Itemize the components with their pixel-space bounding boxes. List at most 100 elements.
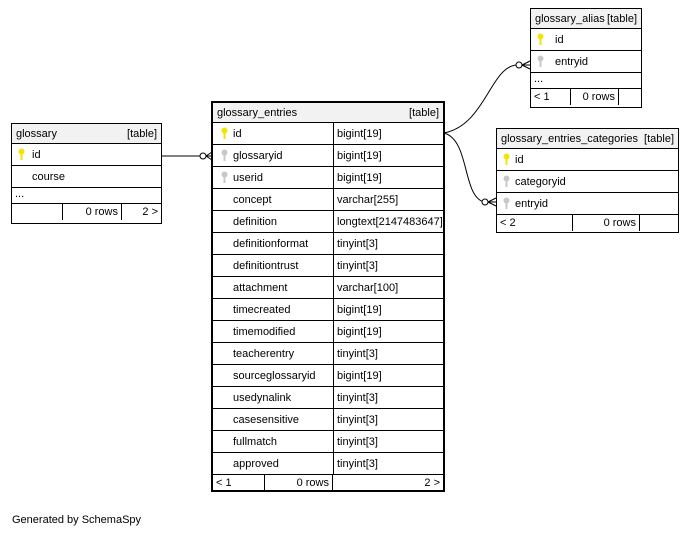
table-footer: < 1 0 rows	[531, 89, 641, 105]
column-type: tinyint[3]	[333, 409, 443, 430]
column-name: entryid	[555, 56, 589, 68]
column-name: timecreated	[233, 304, 291, 316]
column-type: varchar[100]	[333, 277, 443, 298]
column-name: concept	[233, 194, 272, 206]
column-type: longtext[2147483647]	[333, 211, 443, 232]
table-type: [table]	[607, 13, 637, 25]
table-footer: < 2 0 rows	[497, 215, 678, 231]
column-row[interactable]: attachment varchar[100]	[213, 277, 443, 299]
column-row[interactable]: course	[12, 166, 161, 188]
column-type: bigint[19]	[333, 299, 443, 320]
column-name: attachment	[233, 282, 288, 294]
column-row[interactable]: teacherentry tinyint[3]	[213, 343, 443, 365]
column-type: tinyint[3]	[333, 387, 443, 408]
table-header: glossary_entries [table]	[213, 103, 443, 123]
column-row[interactable]: categoryid	[497, 171, 678, 193]
column-row[interactable]: entryid	[531, 51, 641, 73]
footer-left: < 2	[500, 217, 516, 229]
generated-by-label: Generated by SchemaSpy	[12, 514, 142, 526]
footer-right: 2 >	[142, 206, 158, 218]
primary-key-icon	[18, 148, 25, 160]
column-type: tinyint[3]	[333, 255, 443, 276]
column-row[interactable]: timecreated bigint[19]	[213, 299, 443, 321]
more-columns: ...	[12, 188, 161, 204]
column-name: casesensitive	[233, 414, 300, 426]
column-type: bigint[19]	[333, 167, 443, 188]
primary-key-icon	[221, 127, 228, 139]
column-type: tinyint[3]	[333, 431, 443, 452]
primary-key-icon	[503, 153, 510, 165]
primary-key-icon	[537, 33, 544, 45]
column-name: entryid	[515, 198, 549, 210]
column-row[interactable]: id	[497, 149, 678, 171]
column-type: tinyint[3]	[333, 233, 443, 254]
footer-rows: 0 rows	[603, 217, 636, 229]
foreign-key-icon	[537, 55, 544, 67]
foreign-key-icon	[221, 171, 228, 183]
column-name: id	[555, 34, 564, 46]
foreign-key-icon	[503, 197, 510, 209]
table-glossary[interactable]: glossary [table] id course ... 0 rows 2 …	[11, 123, 162, 224]
table-name: glossary	[16, 128, 57, 140]
crowfoot-circle	[199, 152, 207, 160]
column-row[interactable]: concept varchar[255]	[213, 189, 443, 211]
column-row[interactable]: id	[12, 144, 161, 166]
column-row[interactable]: entryid	[497, 193, 678, 215]
column-type: tinyint[3]	[333, 453, 443, 474]
more-columns: ...	[531, 73, 641, 89]
column-name: definition	[233, 216, 278, 228]
table-name: glossary_entries	[217, 107, 298, 119]
column-row[interactable]: id	[531, 29, 641, 51]
column-row[interactable]: fullmatch tinyint[3]	[213, 431, 443, 453]
table-name: glossary_entries_categories	[501, 133, 638, 145]
table-name: glossary_alias	[535, 13, 605, 25]
column-name: glossaryid	[233, 150, 283, 162]
crowfoot-mark	[521, 60, 531, 70]
table-header: glossary_entries_categories [table]	[497, 129, 678, 149]
column-name: id	[233, 128, 242, 140]
column-name: id	[32, 149, 41, 161]
relation-entries-to-alias	[443, 64, 517, 134]
foreign-key-icon	[503, 175, 510, 187]
footer-rows: 0 rows	[85, 206, 118, 218]
column-row[interactable]: userid bigint[19]	[213, 167, 443, 189]
column-type: bigint[19]	[333, 123, 443, 144]
crowfoot-circle	[481, 198, 489, 206]
column-name: fullmatch	[233, 436, 278, 448]
column-row[interactable]: id bigint[19]	[213, 123, 443, 145]
column-name: approved	[233, 458, 279, 470]
crowfoot-mark	[487, 197, 497, 207]
column-type: bigint[19]	[333, 145, 443, 166]
column-name: sourceglossaryid	[233, 370, 316, 382]
footer-rows: 0 rows	[296, 477, 329, 489]
table-type: [table]	[127, 128, 157, 140]
column-name: id	[515, 154, 524, 166]
table-header: glossary [table]	[12, 124, 161, 144]
column-name: definitionformat	[233, 238, 309, 250]
table-header: glossary_alias [table]	[531, 9, 641, 29]
column-row[interactable]: glossaryid bigint[19]	[213, 145, 443, 167]
table-type: [table]	[409, 107, 439, 119]
footer-rows: 0 rows	[582, 91, 615, 103]
column-row[interactable]: definitionformat tinyint[3]	[213, 233, 443, 255]
relation-entries-to-categories	[443, 132, 485, 203]
footer-left: < 1	[534, 91, 550, 103]
column-name: definitiontrust	[233, 260, 299, 272]
column-name: categoryid	[515, 176, 566, 188]
column-row[interactable]: definition longtext[2147483647]	[213, 211, 443, 233]
column-row[interactable]: definitiontrust tinyint[3]	[213, 255, 443, 277]
column-type: varchar[255]	[333, 189, 443, 210]
column-name: userid	[233, 172, 263, 184]
foreign-key-icon	[221, 149, 228, 161]
column-name: timemodified	[233, 326, 296, 338]
column-type: tinyint[3]	[333, 343, 443, 364]
column-row[interactable]: casesensitive tinyint[3]	[213, 409, 443, 431]
column-row[interactable]: approved tinyint[3]	[213, 453, 443, 475]
table-glossary-alias[interactable]: glossary_alias [table] id entryid ... < …	[530, 8, 642, 108]
column-name: teacherentry	[233, 348, 295, 360]
table-glossary-entries-categories[interactable]: glossary_entries_categories [table] id c…	[496, 128, 679, 233]
